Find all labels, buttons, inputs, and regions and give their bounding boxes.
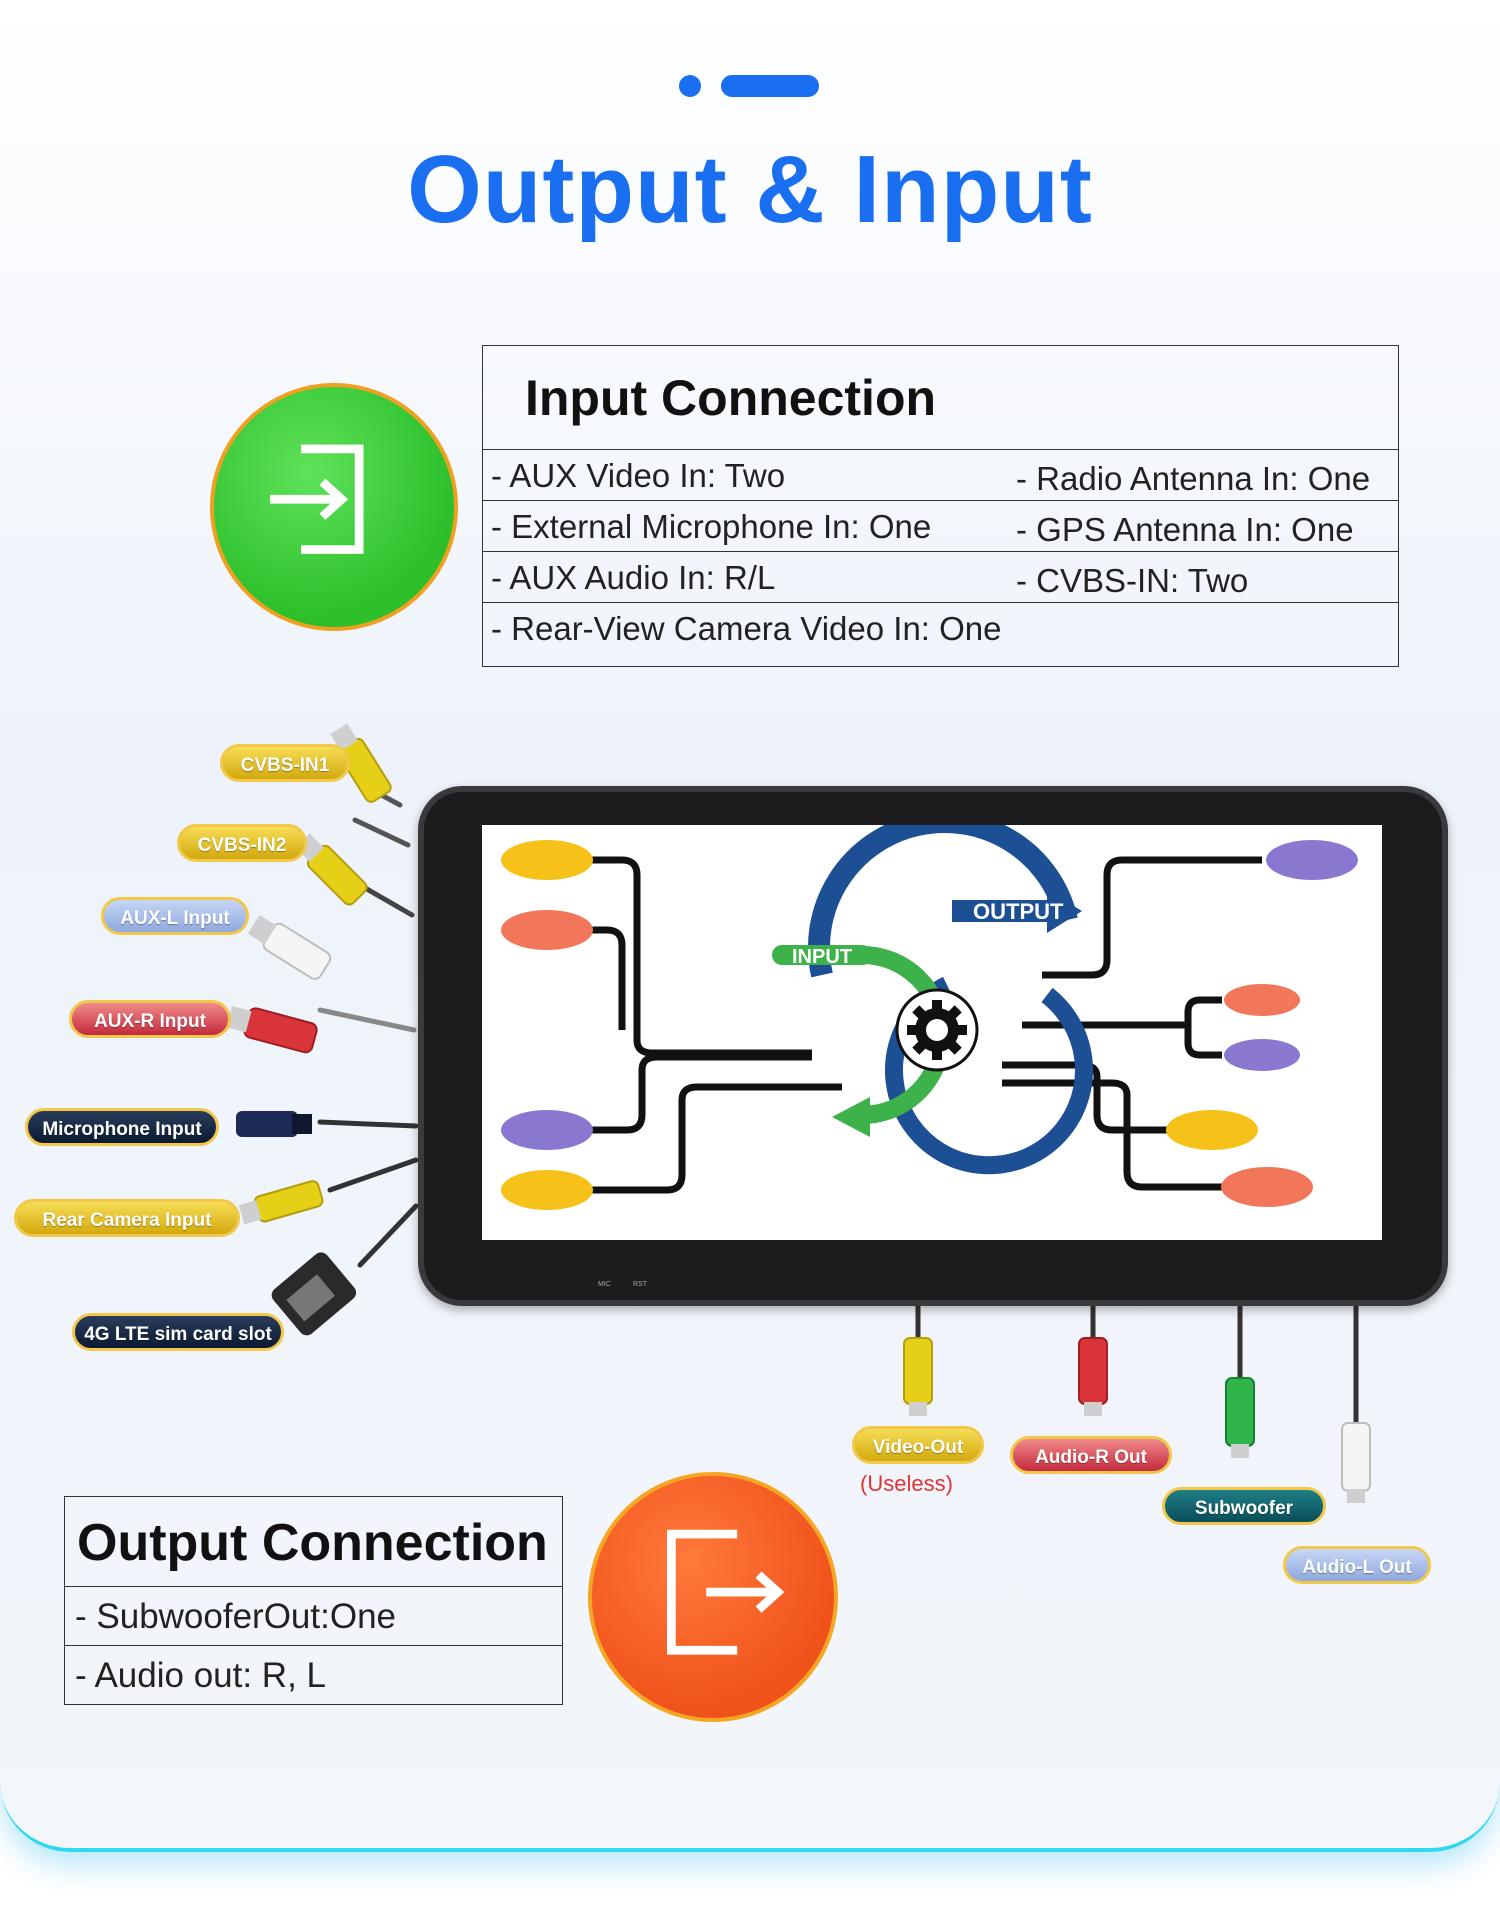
mic-hole-label: MIC bbox=[598, 1281, 611, 1288]
label-aux-l-input: AUX-L Input bbox=[101, 897, 249, 935]
table-row: - External Microphone In: One - GPS Ante… bbox=[483, 501, 1398, 552]
device-screen: OUTPUT INPUT bbox=[482, 811, 1382, 1240]
label-video-out: Video-Out bbox=[852, 1426, 984, 1464]
spec-item: - Rear-View Camera Video In: One bbox=[491, 610, 1002, 647]
exit-icon bbox=[588, 1472, 838, 1722]
page-card: Output & Input Input Connection - AUX Vi… bbox=[0, 0, 1500, 1852]
spec-item: - External Microphone In: One bbox=[491, 508, 932, 545]
table-row: - AUX Video In: Two - Radio Antenna In: … bbox=[483, 450, 1398, 501]
label-cvbs-in2: CVBS-IN2 bbox=[177, 824, 307, 862]
spec-item: - Radio Antenna In: One bbox=[1016, 460, 1371, 497]
table-row: - AUX Audio In: R/L - CVBS-IN: Two bbox=[483, 552, 1398, 603]
label-sim-slot: 4G LTE sim card slot bbox=[72, 1313, 284, 1351]
table-row: - Rear-View Camera Video In: One bbox=[483, 603, 1398, 654]
table-row: - SubwooferOut:One bbox=[65, 1587, 562, 1646]
label-rear-camera-input: Rear Camera Input bbox=[14, 1199, 240, 1237]
table-row: - Audio out: R, L bbox=[75, 1656, 326, 1695]
video-out-note: (Useless) bbox=[860, 1471, 953, 1496]
reset-hole-label: RST bbox=[633, 1281, 647, 1288]
label-audio-r-out: Audio-R Out bbox=[1010, 1436, 1172, 1474]
gear-icon bbox=[895, 988, 979, 1072]
page-title: Output & Input bbox=[407, 136, 1093, 243]
label-subwoofer: Subwoofer bbox=[1162, 1487, 1326, 1525]
label-cvbs-in1: CVBS-IN1 bbox=[220, 744, 350, 782]
spec-item: - AUX Video In: Two bbox=[491, 457, 786, 494]
spec-item: - GPS Antenna In: One bbox=[1016, 511, 1354, 548]
input-connection-table: Input Connection - AUX Video In: Two - R… bbox=[482, 345, 1399, 667]
label-microphone-input: Microphone Input bbox=[25, 1108, 219, 1146]
output-caption: OUTPUT bbox=[973, 899, 1064, 924]
io-diagram: OUTPUT INPUT bbox=[501, 811, 1358, 1210]
label-aux-r-input: AUX-R Input bbox=[69, 1000, 231, 1038]
output-connection-table: Output Connection - SubwooferOut:One - A… bbox=[64, 1496, 563, 1705]
label-audio-l-out: Audio-L Out bbox=[1283, 1546, 1431, 1584]
input-connection-heading: Input Connection bbox=[483, 346, 1398, 450]
output-connection-heading: Output Connection bbox=[65, 1497, 562, 1587]
input-caption: INPUT bbox=[792, 946, 852, 968]
spec-item: - CVBS-IN: Two bbox=[1016, 562, 1249, 599]
spec-item: - AUX Audio In: R/L bbox=[491, 559, 776, 596]
enter-icon bbox=[210, 383, 458, 631]
